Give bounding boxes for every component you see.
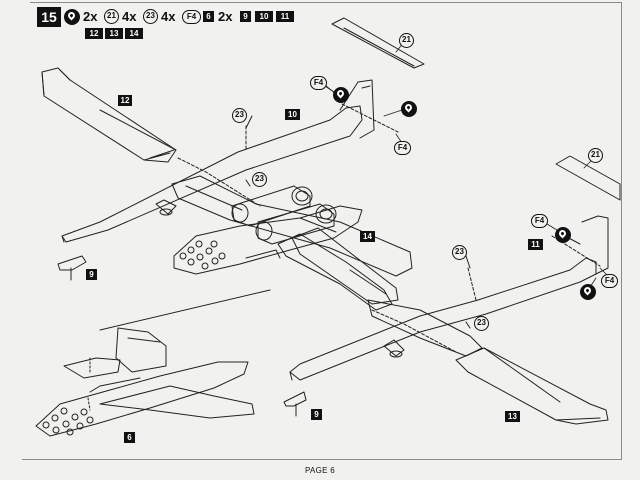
top-mothership-drawing bbox=[41, 17, 425, 305]
callout-part-21-top: 21 bbox=[399, 33, 414, 48]
glue-icon-tail-bottom bbox=[555, 227, 571, 243]
callout-leaders bbox=[323, 41, 611, 291]
callout-decal-14: 14 bbox=[360, 231, 375, 242]
spaceship-middle-drawing bbox=[173, 205, 363, 275]
callout-decal-10: 10 bbox=[285, 109, 300, 120]
callout-decal-f4-a: F4 bbox=[310, 76, 327, 90]
callout-part-23-a: 23 bbox=[232, 108, 247, 123]
header-decal-12: 12 bbox=[85, 28, 103, 39]
decals-quantity: 2x bbox=[218, 9, 233, 24]
header-decal-6: 6 bbox=[203, 11, 214, 22]
glue-icon-tail-top bbox=[333, 87, 349, 103]
callout-part-23-b: 23 bbox=[252, 172, 267, 187]
glue-quantity: 2x bbox=[83, 9, 98, 24]
header-decal-9: 9 bbox=[240, 11, 251, 22]
header-decal-14: 14 bbox=[125, 28, 143, 39]
engine-pod-drawing bbox=[231, 185, 337, 245]
glue-icon-stab-bottom bbox=[580, 284, 596, 300]
header-decal-10: 10 bbox=[255, 11, 273, 22]
callout-decal-9-a: 9 bbox=[86, 269, 97, 280]
header-part-23: 23 bbox=[143, 9, 158, 24]
header-decal-11: 11 bbox=[276, 11, 294, 22]
callout-decal-f4-c: F4 bbox=[531, 214, 548, 228]
header-decal-f4: F4 bbox=[182, 10, 201, 24]
callout-part-23-c: 23 bbox=[452, 245, 467, 260]
skid-parts bbox=[57, 255, 307, 417]
callout-decal-13: 13 bbox=[505, 411, 520, 422]
horizontal-stabilizer-top bbox=[331, 17, 425, 69]
callout-decal-f4-d: F4 bbox=[601, 274, 618, 288]
bottom-mothership-drawing bbox=[277, 155, 621, 425]
horizontal-stabilizer-bottom bbox=[555, 155, 621, 201]
callout-part-23-d: 23 bbox=[474, 316, 489, 331]
glue-icon-stab-top bbox=[401, 101, 417, 117]
right-wing-bottom bbox=[455, 347, 609, 425]
small-part-23 bbox=[245, 115, 471, 329]
page-number: PAGE 6 bbox=[304, 466, 336, 475]
callout-decal-12: 12 bbox=[118, 95, 132, 106]
callout-decal-11: 11 bbox=[528, 239, 543, 250]
callout-decal-f4-b: F4 bbox=[394, 141, 411, 155]
glue-icon bbox=[64, 9, 80, 25]
step-number: 15 bbox=[37, 7, 61, 27]
top-border-line bbox=[30, 2, 622, 3]
part-21-quantity: 4x bbox=[122, 9, 137, 24]
bottom-border-line bbox=[22, 459, 622, 460]
header-decal-13: 13 bbox=[105, 28, 123, 39]
callout-decal-9-b: 9 bbox=[311, 409, 322, 420]
part-23-quantity: 4x bbox=[161, 9, 176, 24]
callout-decal-6: 6 bbox=[124, 432, 135, 443]
header-part-21: 21 bbox=[104, 9, 119, 24]
spaceship-bottom-drawing bbox=[35, 289, 271, 437]
callout-part-21-bottom: 21 bbox=[588, 148, 603, 163]
right-border-line bbox=[621, 2, 622, 460]
